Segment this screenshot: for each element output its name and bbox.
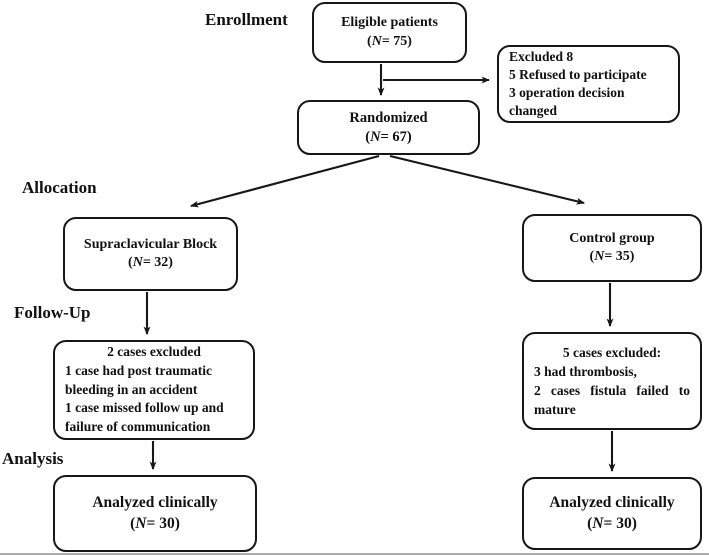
box-text-line: 5 Refused to participate <box>509 67 647 83</box>
box-eligible-patients: Eligible patients (N= 75) <box>312 2 467 63</box>
box-analyzed-clinically-right: Analyzed clinically (N= 30) <box>522 477 702 550</box>
box-text-line: (N= 35) <box>589 249 635 264</box>
stage-label-enrollment: Enrollment <box>205 10 288 29</box>
box-followup-excluded-left: 2 cases excluded 1 case had post traumati… <box>53 340 255 440</box>
arrow-randomized-to-control <box>389 154 585 205</box>
box-text-line: 1 case missed follow up and failure of c… <box>65 400 224 434</box>
box-supraclavicular-block: Supraclavicular Block (N= 32) <box>63 217 238 291</box>
box-randomized: Randomized (N= 67) <box>297 100 480 155</box>
box-text-line: Control group <box>569 230 655 246</box>
box-control-group: Control group (N= 35) <box>522 214 702 282</box>
box-text-line: Analyzed clinically <box>549 493 675 511</box>
box-text-line: 1 case had post traumatic bleeding in an… <box>65 363 212 397</box>
box-text-line: (N= 30) <box>130 514 180 532</box>
box-text-line: 5 cases excluded: <box>562 344 662 360</box>
box-text-line: 2 cases excluded <box>107 344 201 360</box>
box-text-line: Analyzed clinically <box>92 493 218 511</box>
bottom-rule <box>0 553 709 555</box>
box-text-line: Supraclavicular Block <box>83 236 218 252</box>
box-text-line: 2 cases fistula failed to mature <box>534 383 690 418</box>
box-text-line: 3 operation decision changed <box>509 85 625 118</box>
box-text-line: (N= 32) <box>128 255 173 270</box>
arrow-randomized-to-supraclavicular <box>190 154 380 208</box>
box-text-line: Randomized <box>349 109 428 126</box>
box-excluded: Excluded 8 5 Refused to participate 3 oper… <box>497 45 680 123</box>
box-text-line: Excluded 8 <box>509 49 574 65</box>
box-analyzed-clinically-left: Analyzed clinically (N= 30) <box>53 475 257 552</box>
stage-label-allocation: Allocation <box>22 178 97 197</box>
stage-label-analysis: Analysis <box>2 449 64 468</box>
box-text-line: (N= 75) <box>367 33 412 49</box>
box-text-line: (N= 30) <box>587 514 637 532</box>
box-text-line: (N= 67) <box>365 128 412 145</box>
stage-label-follow-up: Follow-Up <box>14 303 91 322</box>
box-text-line: Eligible patients <box>341 15 438 31</box>
box-followup-excluded-right: 5 cases excluded: 3 had thrombosis, 2 case… <box>522 332 702 430</box>
box-text-line: 3 had thrombosis, <box>534 363 637 379</box>
